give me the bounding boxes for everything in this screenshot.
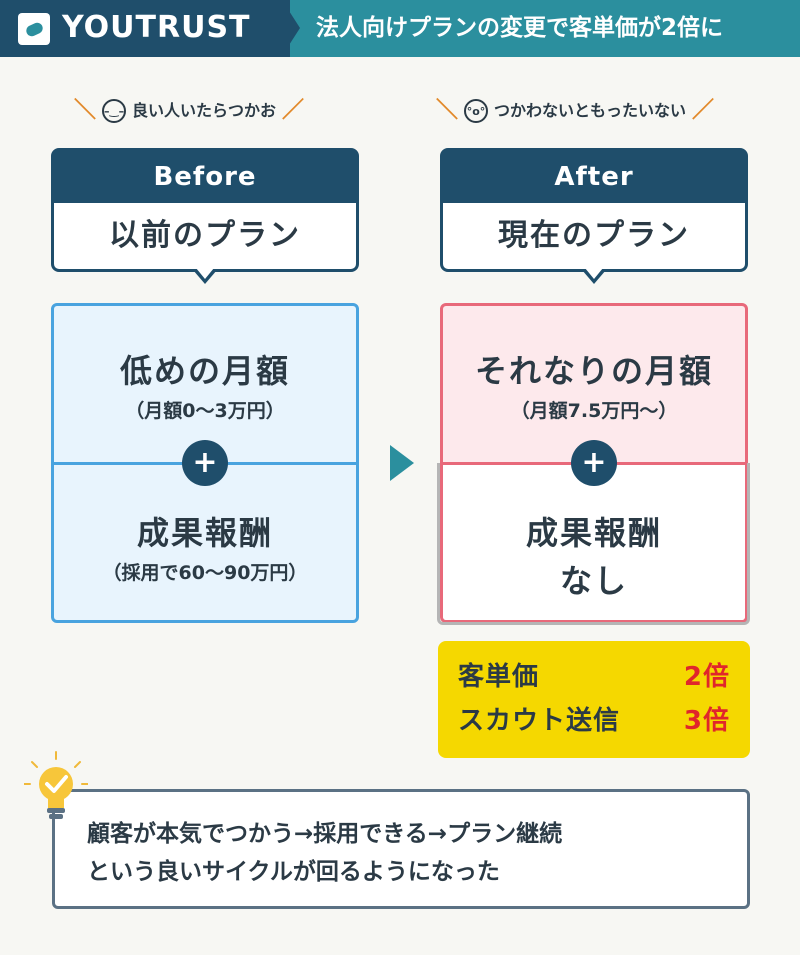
result-row: スカウト送信 3倍 bbox=[458, 701, 730, 741]
slash-left-decoration: ＼ bbox=[436, 98, 459, 123]
result-value: 3倍 bbox=[683, 706, 730, 736]
result-value: 2倍 bbox=[683, 662, 730, 692]
page-title: 法人向けプランの変更で客単価が2倍に bbox=[316, 15, 724, 41]
neutral-face-icon: –‿– bbox=[102, 99, 127, 123]
after-plan-card: After 現在のプラン bbox=[440, 148, 748, 272]
before-plan-card: Before 以前のプラン bbox=[51, 148, 359, 272]
after-bottom-sub: なし bbox=[559, 562, 628, 600]
after-caption: ＼ °o° つかわないともったいない ／ bbox=[436, 96, 714, 126]
slash-right-decoration: ／ bbox=[282, 98, 305, 123]
header-arrow-shape bbox=[282, 0, 300, 56]
youtrust-logo-icon bbox=[18, 13, 50, 45]
slash-right-decoration: ／ bbox=[692, 98, 715, 123]
right-arrow-icon bbox=[390, 445, 414, 481]
before-caption: ＼ –‿– 良い人いたらつかお ／ bbox=[74, 96, 304, 126]
brand-name: YOUTRUST bbox=[62, 10, 251, 45]
result-box: 客単価 2倍 スカウト送信 3倍 bbox=[438, 641, 750, 758]
lightbulb-check-icon bbox=[24, 751, 88, 819]
after-bottom-main: 成果報酬 bbox=[525, 514, 662, 552]
before-pointer-fill bbox=[196, 268, 214, 279]
result-label: 客単価 bbox=[458, 662, 540, 692]
result-row: 客単価 2倍 bbox=[458, 657, 730, 697]
before-caption-text: 良い人いたらつかお bbox=[132, 101, 277, 120]
after-caption-text: つかわないともったいない bbox=[494, 101, 687, 120]
result-label: スカウト送信 bbox=[458, 706, 621, 736]
before-plus-icon: + bbox=[182, 440, 228, 486]
after-bottom-section bbox=[443, 464, 745, 620]
comment-line-1: 顧客が本気でつかう→採用できる→プラン継続 bbox=[87, 821, 563, 847]
shocked-face-icon: °o° bbox=[464, 99, 489, 123]
after-plus-icon: + bbox=[571, 440, 617, 486]
comment-box: 顧客が本気でつかう→採用できる→プラン継続 という良いサイクルが回るようになった bbox=[52, 789, 750, 909]
after-pointer-fill bbox=[585, 268, 603, 279]
after-bottom-border bbox=[437, 463, 750, 625]
before-label: Before bbox=[54, 151, 356, 203]
before-top-main: 低めの月額 bbox=[119, 352, 290, 390]
after-top-sub: （月額7.5万円〜） bbox=[510, 400, 678, 422]
header-title-bar bbox=[290, 0, 800, 57]
after-label: After bbox=[443, 151, 745, 203]
after-top-main: それなりの月額 bbox=[474, 352, 713, 390]
after-plan-name: 現在のプラン bbox=[498, 218, 690, 253]
before-bottom-main: 成果報酬 bbox=[136, 514, 273, 552]
before-top-sub: （月額0〜3万円） bbox=[125, 400, 285, 422]
comment-line-2: という良いサイクルが回るようになった bbox=[87, 859, 500, 885]
before-plan-name: 以前のプラン bbox=[109, 218, 301, 253]
slash-left-decoration: ＼ bbox=[74, 98, 97, 123]
before-bottom-sub: （採用で60〜90万円） bbox=[102, 562, 308, 584]
